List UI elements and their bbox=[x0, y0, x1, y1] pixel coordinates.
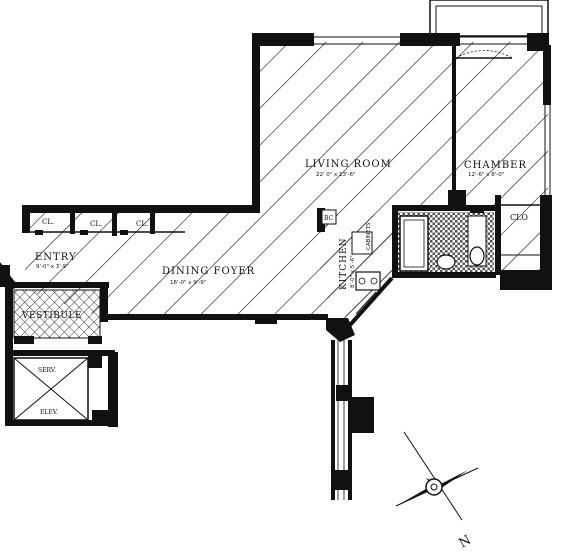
dining-foyer-label: DINING FOYER bbox=[162, 266, 255, 277]
living-room-dims: 22' 0" x 13'-6" bbox=[316, 172, 356, 178]
service-label: SERV. bbox=[38, 367, 56, 374]
kitchen-cabinets-label: CABINETS bbox=[366, 222, 372, 250]
chamber-label: CHAMBER bbox=[464, 160, 527, 171]
entry-label: ENTRY bbox=[35, 252, 77, 263]
closet-label-3: CL. bbox=[136, 220, 148, 228]
closet-label-clo: CLO bbox=[510, 213, 528, 222]
elevator-label: ELEV. bbox=[40, 409, 58, 416]
entry-dims: 9'-0" x 3'-9" bbox=[36, 264, 69, 270]
vestibule-floor bbox=[13, 289, 101, 339]
kitchen-dims: 8'-0" x 5'-6" bbox=[350, 255, 356, 288]
compass-rose-icon bbox=[395, 431, 479, 521]
closet-label-1: CL. bbox=[42, 218, 54, 226]
kitchen-label: KITCHEN bbox=[339, 238, 349, 290]
dining-foyer-dims: 16'-0" x 9'-9" bbox=[170, 280, 206, 286]
north-label: N bbox=[457, 532, 475, 551]
chamber-dims: 12'-6" x 8'-0" bbox=[468, 172, 504, 178]
vestibule-label: VESTIBULE bbox=[21, 311, 82, 321]
broom-closet-label: BC bbox=[324, 215, 334, 222]
closet-label-2: CL. bbox=[90, 220, 102, 228]
living-room-label: LIVING ROOM bbox=[305, 159, 392, 170]
